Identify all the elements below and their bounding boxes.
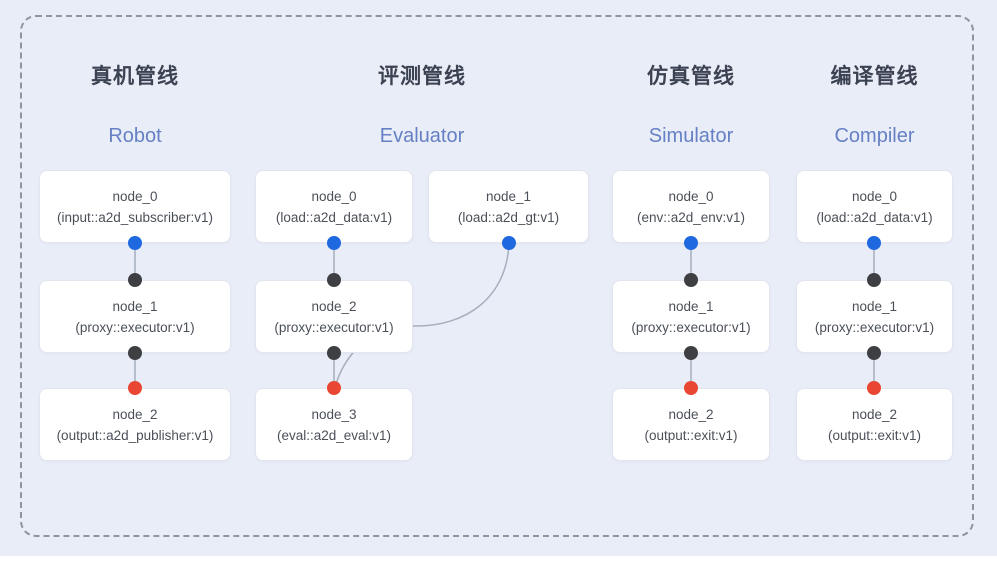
node-impl: (output::a2d_publisher:v1) (56, 427, 214, 443)
pipeline-title-en-compiler: Compiler (834, 125, 915, 147)
output-port-dot-dark (327, 346, 341, 360)
output-port-dot-blue (128, 236, 142, 250)
node-compiler-0: node_0 (load::a2d_data:v1) (796, 170, 953, 243)
node-evaluator-3: node_3 (eval::a2d_eval:v1) (255, 388, 413, 461)
node-name: node_2 (311, 298, 357, 314)
node-name: node_0 (668, 188, 714, 204)
node-name: node_2 (668, 406, 714, 422)
node-name: node_0 (851, 188, 898, 204)
pipeline-title-zh-simulator: 仿真管线 (647, 65, 735, 88)
node-name: node_2 (112, 406, 158, 422)
pipeline-header-evaluator: 评测管线 Evaluator (255, 64, 589, 148)
output-port-dot-blue (684, 236, 698, 250)
node-robot-2: node_2 (output::a2d_publisher:v1) (39, 388, 231, 461)
node-compiler-2: node_2 (output::exit:v1) (796, 388, 953, 461)
output-port-dot-dark (128, 346, 142, 360)
node-simulator-2: node_2 (output::exit:v1) (612, 388, 770, 461)
output-port-dot-blue (327, 236, 341, 250)
output-port-dot-dark (867, 346, 881, 360)
node-simulator-1: node_1 (proxy::executor:v1) (612, 280, 770, 353)
node-impl: (load::a2d_data:v1) (275, 209, 393, 225)
input-port-dot-dark (867, 273, 881, 287)
pipeline-title-zh-compiler: 编译管线 (830, 65, 919, 88)
node-name: node_0 (112, 188, 158, 204)
input-port-dot-red (867, 381, 881, 395)
node-robot-1: node_1 (proxy::executor:v1) (39, 280, 231, 353)
node-impl: (proxy::executor:v1) (814, 319, 935, 335)
input-port-dot-red (684, 381, 698, 395)
node-simulator-0: node_0 (env::a2d_env:v1) (612, 170, 770, 243)
input-port-dot-dark (327, 273, 341, 287)
node-name: node_0 (311, 188, 357, 204)
node-impl: (proxy::executor:v1) (75, 319, 195, 335)
node-evaluator-0: node_0 (load::a2d_data:v1) (255, 170, 413, 243)
pipeline-header-simulator: 仿真管线 Simulator (612, 64, 770, 148)
node-impl: (output::exit:v1) (644, 427, 738, 443)
node-evaluator-1: node_1 (load::a2d_gt:v1) (428, 170, 589, 243)
pipeline-header-compiler: 编译管线 Compiler (796, 64, 953, 148)
node-impl: (load::a2d_gt:v1) (457, 209, 560, 225)
node-impl: (input::a2d_subscriber:v1) (56, 209, 214, 225)
edge-evaluator-gt-to-eval (334, 242, 510, 388)
node-impl: (output::exit:v1) (827, 427, 922, 443)
dashed-border-frame (20, 15, 974, 537)
node-name: node_3 (311, 406, 357, 422)
node-robot-0: node_0 (input::a2d_subscriber:v1) (39, 170, 231, 243)
output-port-dot-blue (867, 236, 881, 250)
node-evaluator-2: node_2 (proxy::executor:v1) (255, 280, 413, 353)
pipeline-title-en-simulator: Simulator (648, 125, 734, 147)
node-impl: (load::a2d_data:v1) (816, 209, 933, 225)
node-name: node_1 (112, 298, 158, 314)
pipeline-header-robot: 真机管线 Robot (39, 64, 231, 148)
node-impl: (eval::a2d_eval:v1) (276, 427, 392, 443)
input-port-dot-red (327, 381, 341, 395)
output-port-dot-dark (684, 346, 698, 360)
node-compiler-1: node_1 (proxy::executor:v1) (796, 280, 953, 353)
pipeline-title-en-evaluator: Evaluator (379, 125, 465, 147)
node-impl: (proxy::executor:v1) (274, 319, 394, 335)
node-impl: (env::a2d_env:v1) (636, 209, 746, 225)
input-port-dot-dark (684, 273, 698, 287)
pipeline-title-zh-robot: 真机管线 (91, 65, 179, 88)
input-port-dot-red (128, 381, 142, 395)
node-name: node_1 (851, 298, 898, 314)
node-name: node_2 (851, 406, 898, 422)
node-name: node_1 (668, 298, 714, 314)
pipeline-title-zh-evaluator: 评测管线 (378, 65, 466, 88)
node-impl: (proxy::executor:v1) (631, 319, 751, 335)
input-port-dot-dark (128, 273, 142, 287)
output-port-dot-blue (502, 236, 516, 250)
node-name: node_1 (485, 188, 532, 204)
pipeline-title-en-robot: Robot (108, 125, 162, 147)
